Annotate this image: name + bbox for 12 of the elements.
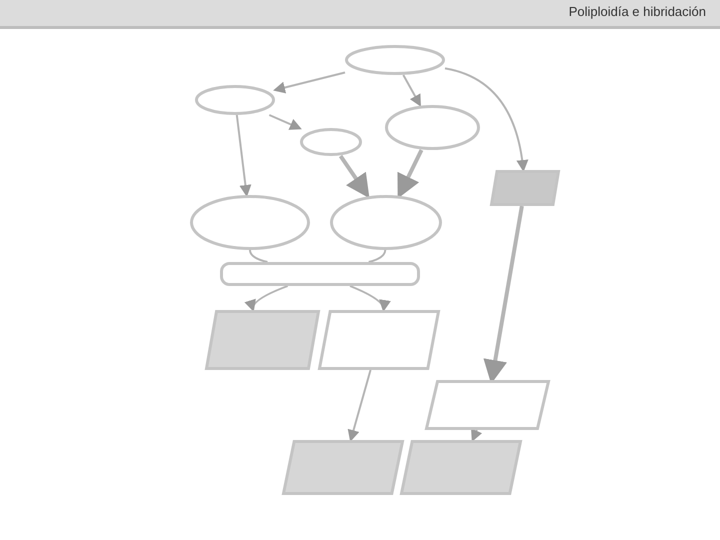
arrow [246, 285, 288, 312]
arrow [268, 114, 302, 130]
arrow [273, 72, 346, 94]
arrow [471, 428, 482, 442]
arrow [444, 67, 528, 172]
page-title: Poliploidía e hibridación [568, 4, 706, 19]
arrow [338, 154, 370, 198]
arrow [350, 285, 390, 312]
arrow [402, 74, 421, 107]
arrow [397, 149, 424, 199]
arrow [236, 114, 252, 197]
arrow [348, 370, 372, 442]
